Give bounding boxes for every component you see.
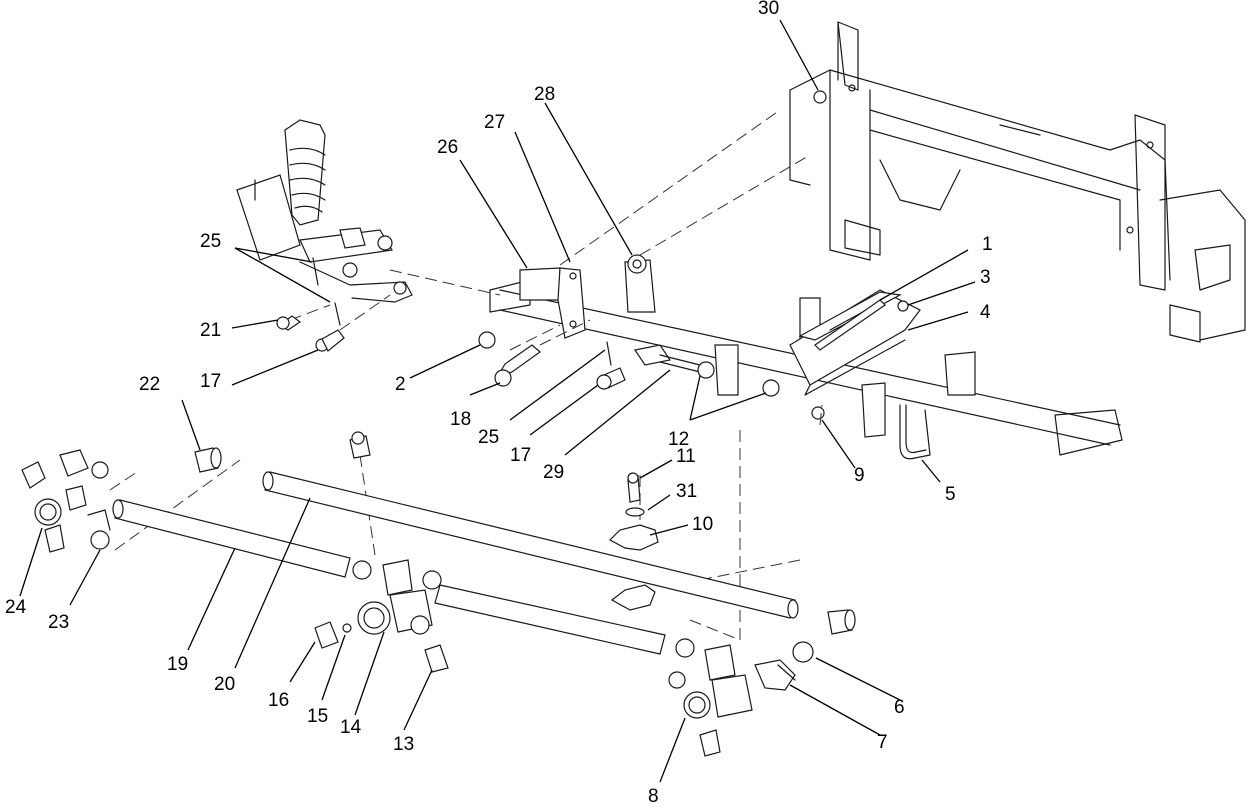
nozzle-body-center (314, 431, 449, 673)
nozzle-body-left (21, 449, 111, 553)
callout-21: 21 (200, 320, 221, 341)
u-bolt (899, 404, 931, 460)
callout-1: 1 (982, 234, 993, 255)
callout-4: 4 (980, 302, 991, 323)
assembly-centerlines (109, 109, 823, 641)
nozzle-body-right (668, 638, 814, 757)
callout-17-mid: 17 (510, 445, 531, 466)
callout-5: 5 (945, 484, 956, 505)
beam-hardware (478, 259, 909, 420)
mounting-beam (489, 254, 1123, 456)
callout-labels: 30 1 3 4 5 9 28 27 26 25 21 17 2 18 25 1… (5, 0, 993, 807)
callout-24: 24 (5, 597, 27, 618)
callout-27: 27 (484, 112, 505, 133)
callout-22: 22 (139, 374, 160, 395)
pipe-clamp-hardware (609, 472, 659, 611)
callout-8: 8 (648, 786, 659, 807)
callout-28: 28 (534, 84, 555, 105)
callout-11: 11 (676, 446, 696, 467)
callout-25-top: 25 (200, 231, 221, 252)
callout-31: 31 (676, 481, 697, 502)
callout-14: 14 (340, 717, 362, 738)
callout-17-left: 17 (200, 371, 221, 392)
callout-20: 20 (214, 674, 235, 695)
callout-2: 2 (395, 374, 406, 395)
callout-25-mid: 25 (478, 427, 499, 448)
callout-7: 7 (877, 732, 888, 753)
callout-13: 13 (393, 734, 414, 755)
main-frame (789, 21, 1246, 343)
callout-30: 30 (758, 0, 779, 19)
callout-29: 29 (543, 462, 564, 483)
callout-9: 9 (854, 465, 865, 486)
spray-pipes (112, 447, 856, 655)
spring-hitch-assembly (236, 119, 413, 352)
callout-26: 26 (437, 137, 458, 158)
callout-12: 12 (668, 429, 689, 450)
callout-23: 23 (48, 612, 69, 633)
callout-6: 6 (894, 697, 905, 718)
leader-lines (19, 19, 976, 783)
callout-19: 19 (167, 654, 188, 675)
callout-15: 15 (307, 706, 328, 727)
callout-10: 10 (692, 514, 713, 535)
callout-16: 16 (268, 690, 289, 711)
callout-3: 3 (980, 267, 991, 288)
callout-18: 18 (450, 409, 471, 430)
